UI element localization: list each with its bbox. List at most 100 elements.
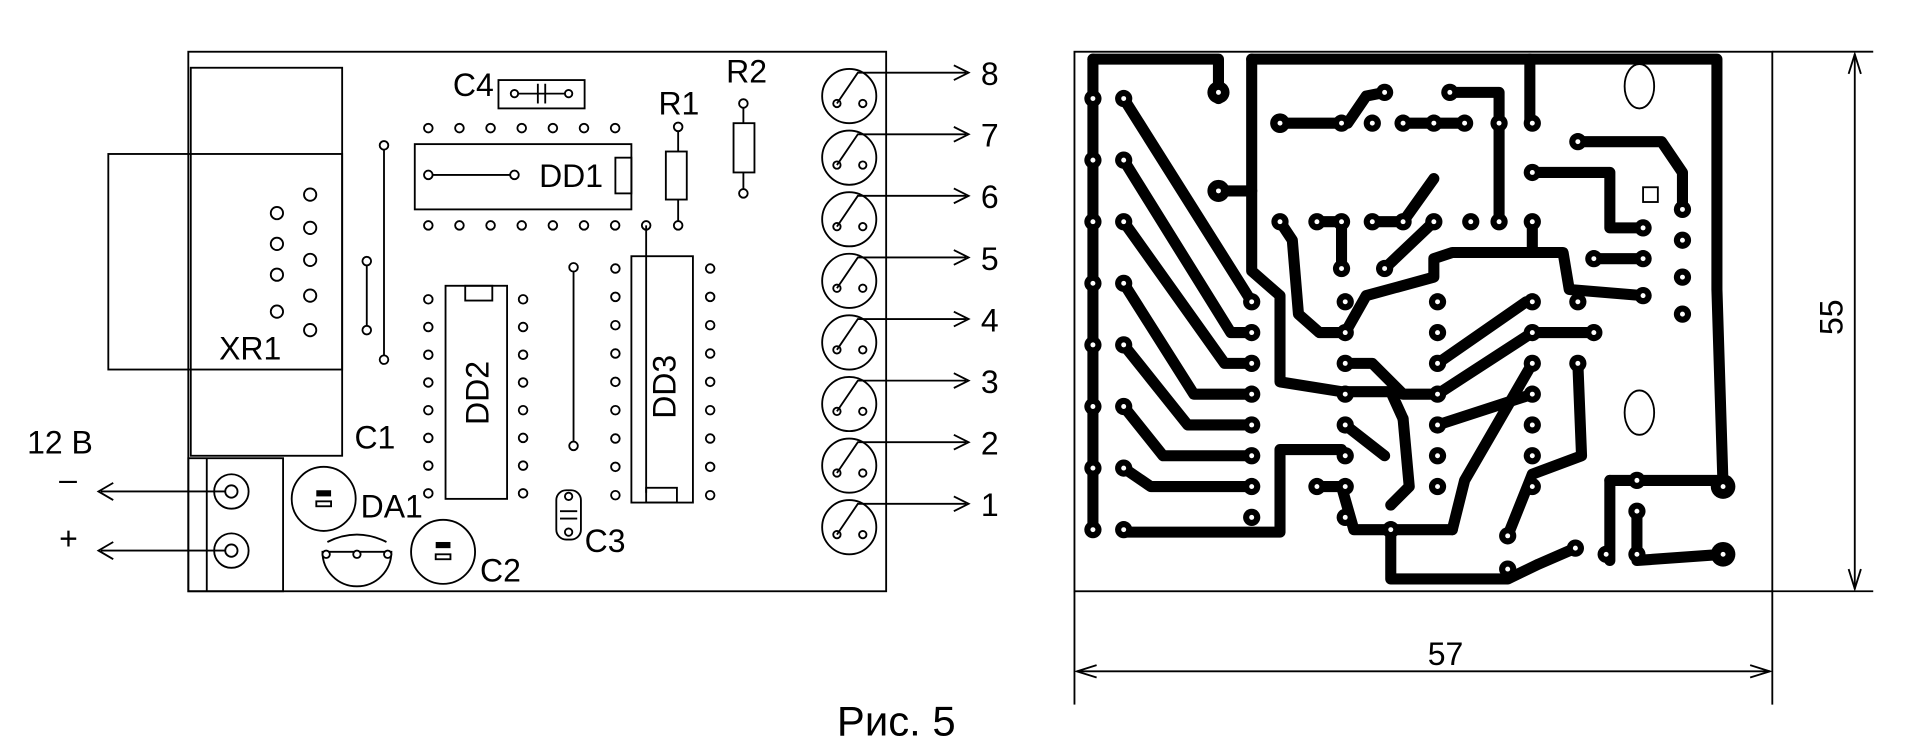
pad [610,433,621,444]
plus-label: + [59,520,78,556]
dd3-label: DD3 [647,355,683,419]
connector-pin [269,236,285,251]
pad [423,377,434,388]
board-outline [187,50,888,593]
chip-dd3: DD3 [610,225,716,504]
figure-caption: Рис. 5 [837,697,956,744]
pad [485,220,496,231]
power-terminal: 12 В – + [27,424,284,593]
pad [423,122,434,134]
pad [704,376,716,388]
dd1-label: DD1 [539,158,603,194]
pad [547,122,559,134]
pad [517,294,529,305]
height-dimension-label: 55 [1813,299,1849,335]
pad [704,461,716,473]
pad [423,488,434,499]
r1-label: R1 [658,86,699,122]
c2-label: C2 [480,552,521,588]
led-output-7: 7 [821,118,999,186]
pad [610,348,621,359]
pad [858,345,868,355]
c1-label: C1 [354,419,395,455]
voltage-label: 12 В [27,424,93,460]
pad [704,433,716,444]
pad [858,283,868,293]
xr1-label: XR1 [219,331,281,367]
resistor-r1: R1 [658,86,699,222]
pad [609,220,621,231]
pad [858,98,868,109]
pad [423,460,434,471]
pad [423,432,434,444]
capacitor-c1: C1 [354,140,395,455]
led-output-1: 1 [821,487,999,556]
pad [858,406,868,417]
connector-xr1: XR1 [107,66,344,457]
c3-label: C3 [585,523,626,559]
led-output-3: 3 [821,364,999,433]
pad [517,404,529,416]
r2-label: R2 [726,54,767,90]
led-output-2: 2 [821,426,999,494]
pad [609,122,621,134]
pad [610,461,621,473]
pad [517,349,529,360]
dimension-height: 55 [1772,50,1874,593]
led-output-5: 5 [821,241,999,309]
minus-label: – [59,461,77,497]
connector-pin [303,252,318,267]
pad [423,220,434,231]
pad [610,404,621,416]
connector-pin [303,187,318,202]
connector-pin [269,267,285,282]
pad [704,404,716,416]
pad [578,220,590,231]
output-label: 2 [981,426,999,462]
output-label: 5 [981,241,999,277]
pad [578,122,590,134]
mounting-holes [1623,63,1659,436]
pcb-layout: 55 57 [1073,50,1874,705]
pad [517,460,529,471]
pad [516,220,527,231]
led-output-4: 4 [821,302,999,371]
output-label: 1 [981,487,999,523]
regulator-da1: DA1 [321,488,423,588]
pcb-outline [1073,50,1774,593]
led-output-6: 6 [821,179,999,248]
pad [858,468,868,478]
pad [547,220,559,231]
pad [423,321,434,333]
pad [423,349,434,360]
capacitor-c-power [290,465,357,532]
width-dimension-label: 57 [1428,636,1464,672]
pad [704,291,716,303]
connector-pin [269,206,285,221]
copper-traces [1087,53,1729,585]
connector-pin [269,304,285,319]
chip-dd1: DD1 [413,122,684,231]
pad [704,263,716,274]
pad [454,122,465,134]
pad [517,377,529,388]
resistor-r2: R2 [726,54,767,199]
pad [858,160,868,170]
capacitor-c3: C3 [555,489,626,559]
pad [610,263,621,274]
chip-dd2: DD2 [423,284,529,500]
connector-pin [303,323,318,338]
capacitor-c2: C2 [410,518,521,588]
pad [517,432,529,444]
output-label: 6 [981,179,999,215]
output-label: 7 [981,118,999,154]
pad [423,404,434,416]
pad [704,319,716,331]
pad [704,348,716,359]
pad [610,291,621,303]
pad [517,321,529,333]
c4-label: C4 [453,67,494,103]
pad [517,488,529,499]
pad [610,489,621,501]
